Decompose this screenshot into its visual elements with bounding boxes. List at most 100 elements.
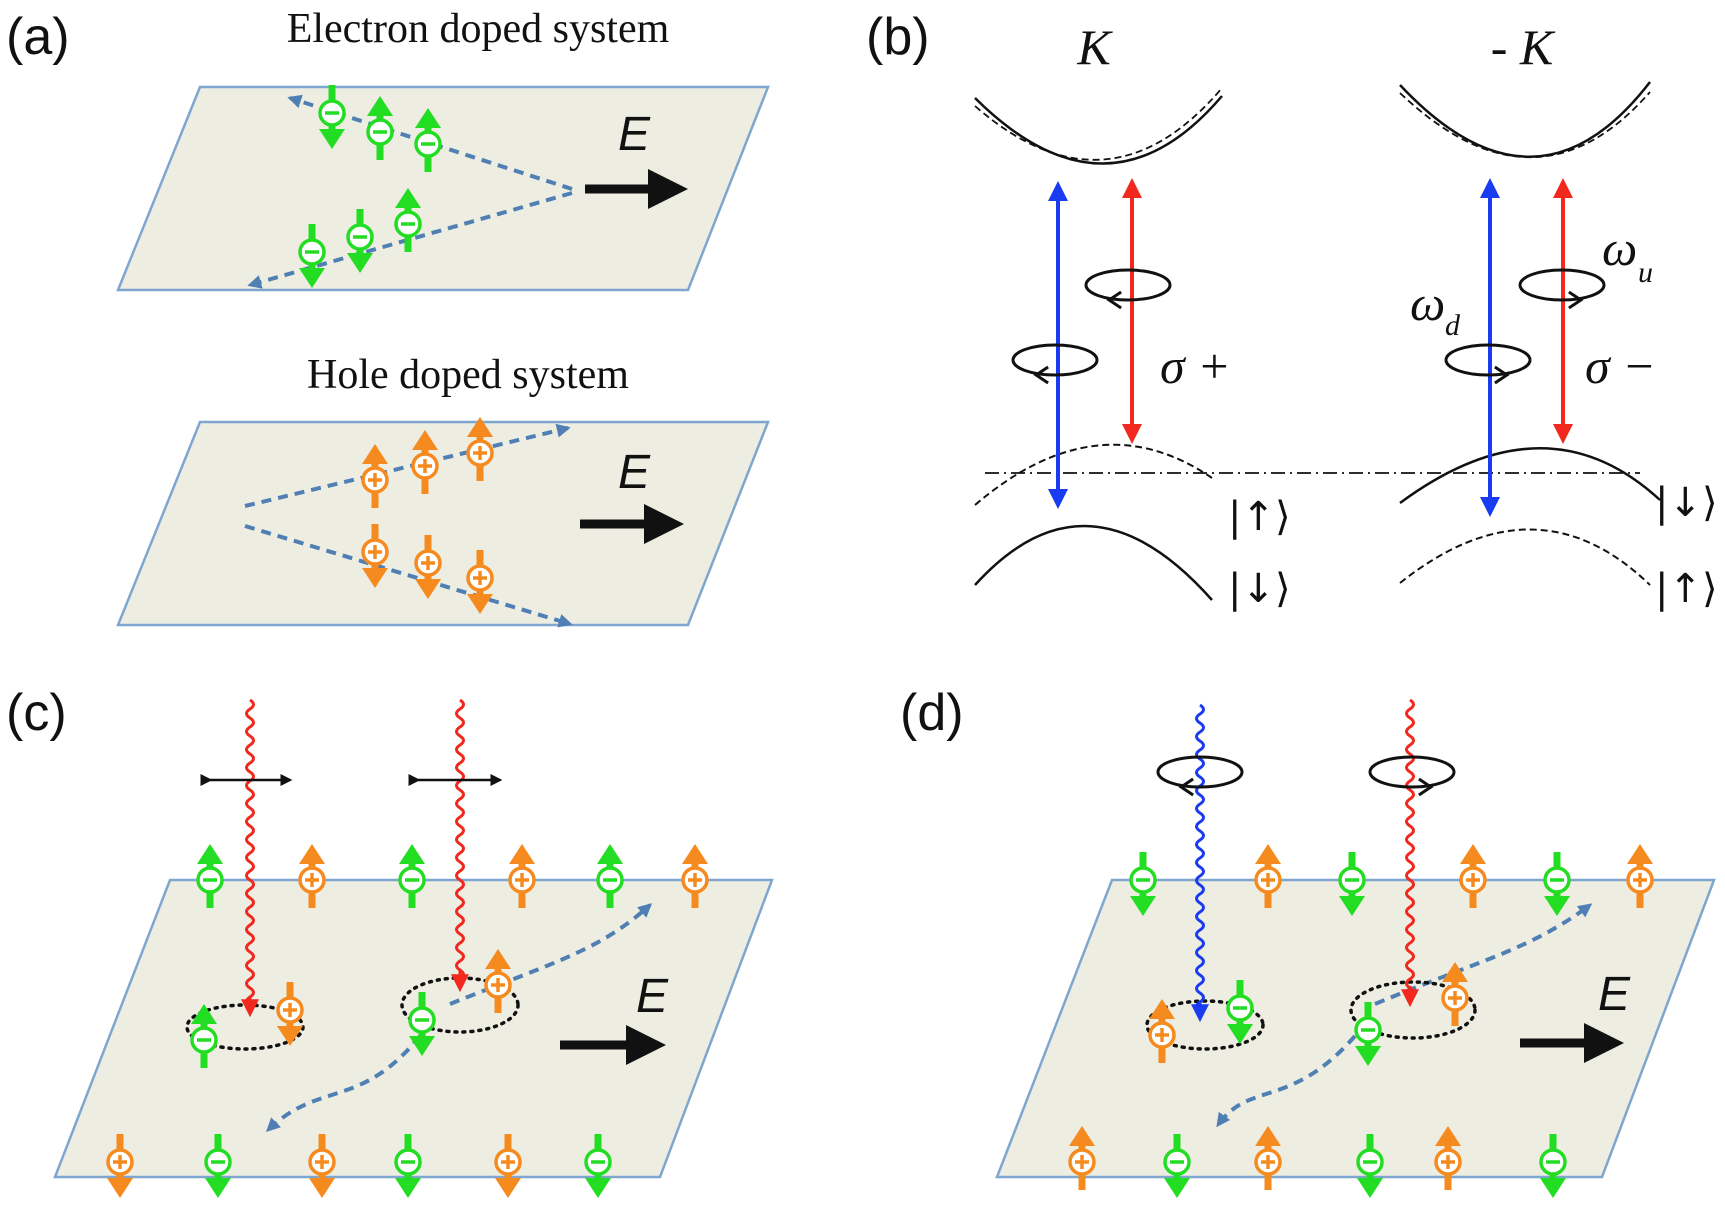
spin-up-arrowhead [1442, 962, 1468, 982]
hole-spin-down [1254, 844, 1282, 908]
spin-up-arrowhead [1069, 1126, 1095, 1146]
loop-ellipse [1368, 755, 1456, 789]
spin-up-arrowhead [682, 844, 708, 864]
electron-spin-up [596, 844, 624, 908]
minus-k-conduction-band-dashed [1399, 91, 1651, 159]
spin-down-arrowhead [1540, 1178, 1566, 1198]
electron-spin-down [1338, 852, 1366, 916]
minus-k-ket-spin-up: |↑⟩ [1655, 566, 1718, 612]
spin-down-arrowhead [1357, 1178, 1383, 1198]
loop-d-blue [1156, 755, 1244, 797]
loop-minus-k-blue [1444, 343, 1532, 385]
loop-k-blue [1011, 343, 1099, 385]
field-label-d: E [1598, 968, 1631, 1021]
hole-spin-up [466, 417, 494, 481]
spin-down-arrowhead [1164, 1178, 1190, 1198]
spin-up-arrowhead [299, 844, 325, 864]
hole-spin-up [1068, 1126, 1096, 1190]
hole-spin-down [1626, 844, 1654, 908]
minus-k-ket-spin-down: |↓⟩ [1655, 480, 1718, 526]
electron-spin-down [346, 209, 374, 273]
polarization-loops [1011, 268, 1606, 385]
electron-spin-up [398, 844, 426, 908]
hole-trajectory-up [244, 423, 571, 508]
hole-spin-up [361, 444, 389, 508]
exciton-loop-d-left [1145, 999, 1265, 1051]
light-waves-c [241, 698, 469, 1018]
loop-ellipse [1444, 343, 1532, 377]
spin-down-arrowhead [1355, 1046, 1381, 1066]
spin-up-arrowhead [191, 1004, 217, 1024]
hole-trajectory-down [244, 524, 573, 628]
electron-spin-down [1129, 852, 1157, 916]
spin-up-arrowhead [485, 949, 511, 969]
omega-u-label: ω [1602, 220, 1637, 276]
spin-up-arrowhead [1149, 999, 1175, 1019]
k-ket-spin-up: |↑⟩ [1228, 494, 1291, 540]
spin-up-arrowhead [1627, 844, 1653, 864]
spin-up-arrowhead [197, 844, 223, 864]
electron-spin-up [414, 108, 442, 172]
electron-spin-up [366, 96, 394, 160]
hole-doped-title: Hole doped system [307, 352, 629, 398]
electron-spin-down [1539, 1134, 1567, 1198]
panel-b-label: (b) [866, 8, 930, 66]
k-conduction-band-solid [974, 95, 1223, 165]
sigma-plus-label: σ + [1160, 338, 1231, 394]
omega-u-subscript: u [1638, 256, 1653, 289]
exciton-hole-spin-up [1441, 962, 1469, 1026]
valley-k-label: K [1076, 19, 1113, 75]
spin-down-arrowhead [395, 1178, 421, 1198]
hole-spin-down [361, 524, 389, 588]
spin-up-arrowhead [509, 844, 535, 864]
exciton-loop-d-right [1349, 980, 1477, 1040]
loop-arrowhead [1106, 290, 1122, 310]
electron-spin-down [1356, 1134, 1384, 1198]
electron-spin-down [394, 1134, 422, 1198]
spin-down-arrowhead [309, 1178, 335, 1198]
panel-c: (c) E [6, 684, 774, 1198]
loop-d-red [1368, 755, 1456, 797]
spin-down-arrowhead [205, 1178, 231, 1198]
electron-doped-title: Electron doped system [287, 6, 670, 52]
field-label-c: E [636, 970, 669, 1023]
omega-d-label: ω [1410, 275, 1445, 331]
carriers-d [1068, 844, 1654, 1198]
circular-polarization-d [1156, 755, 1456, 797]
electron-spin-down [1163, 1134, 1191, 1198]
electron-spin-up [394, 188, 422, 252]
spin-down-arrowhead [362, 568, 388, 588]
minus-k-valence-band-spin-down [1399, 447, 1661, 505]
k-conduction-band-dashed [974, 87, 1223, 161]
hole-spin-down [308, 1134, 336, 1198]
k-valence-band-spin-up [974, 443, 1213, 506]
spin-up-arrowhead [415, 108, 441, 128]
loop-arrowhead [1494, 365, 1510, 385]
spin-up-arrowhead [1255, 1126, 1281, 1146]
k-ket-spin-down: |↓⟩ [1228, 566, 1291, 612]
carriers-c [106, 844, 709, 1198]
spin-up-arrowhead [367, 96, 393, 116]
spin-up-arrowhead [412, 430, 438, 450]
spin-up-arrowhead [395, 188, 421, 208]
hole-carriers [361, 417, 494, 614]
spin-down-arrowhead [347, 253, 373, 273]
spin-down-arrowhead [1339, 896, 1365, 916]
loop-ellipse [1084, 268, 1172, 302]
electron-spin-down [204, 1134, 232, 1198]
spin-up-arrowhead [1255, 844, 1281, 864]
spin-down-arrowhead [585, 1178, 611, 1198]
panel-a-label: (a) [6, 8, 70, 66]
electron-spin-down [1543, 852, 1571, 916]
k-valence-band-spin-down [974, 524, 1213, 601]
light-wave-c-left [245, 698, 255, 1008]
hole-spin-up [298, 844, 326, 908]
electron-carriers [298, 85, 442, 288]
hole-spin-down [494, 1134, 522, 1198]
panel-b: (b) K - K σ + σ − ω d ω u |↑⟩ |↓⟩ [866, 8, 1718, 612]
exciton-electron-spin-down [408, 992, 436, 1056]
electron-plane [116, 85, 770, 292]
field-label-a-bottom: E [618, 446, 651, 499]
hole-spin-up [681, 844, 709, 908]
